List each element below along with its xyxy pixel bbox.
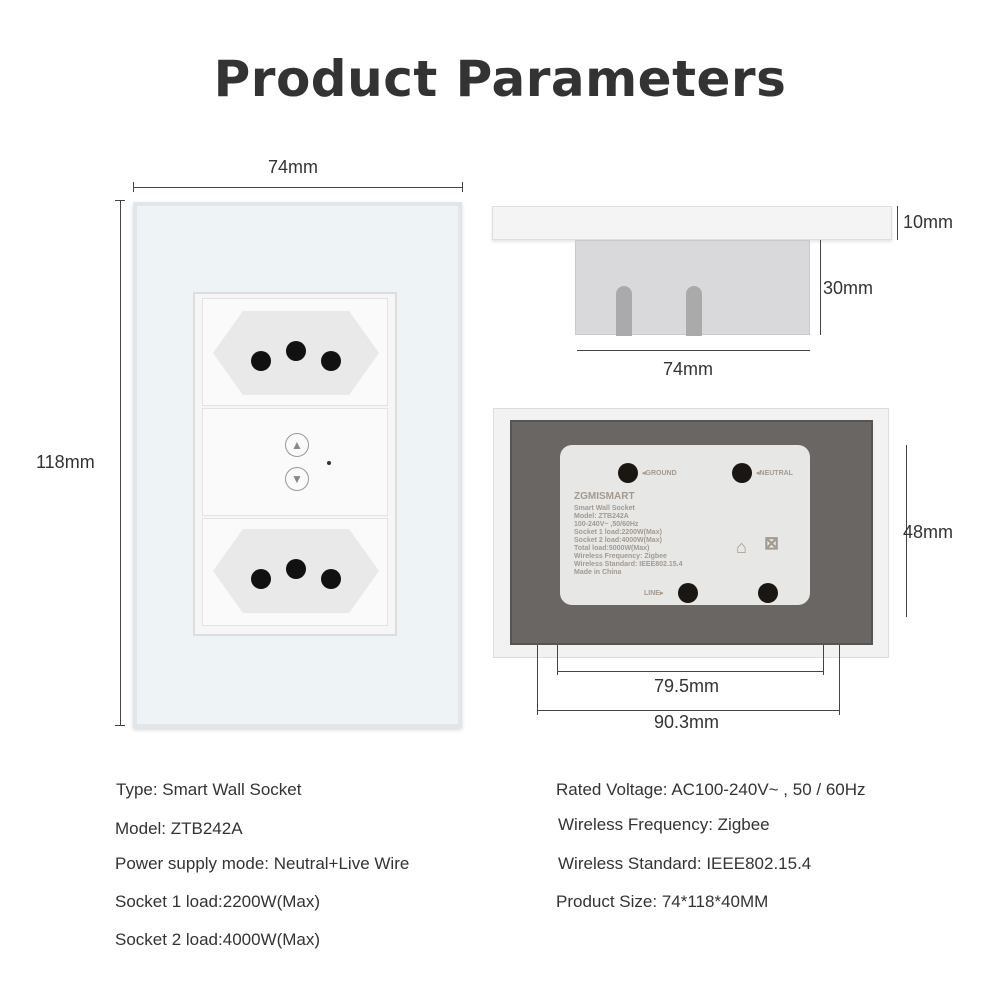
side-width-label: 74mm (663, 359, 714, 379)
socket-2-face (213, 529, 379, 613)
inner-width-line (557, 671, 823, 672)
depth-dim-line (820, 240, 821, 335)
spec-standard: Wireless Standard: IEEE802.15.4 (558, 854, 812, 873)
weee-bin-icon: ⊠ (764, 533, 780, 553)
spec-socket2-load: Socket 2 load:4000W(Max) (115, 930, 321, 949)
spec-type: Type: Smart Wall Socket (116, 780, 302, 799)
back-label: ◂GROUND ◂NEUTRAL LINE▸ ZGMISMART Smart W… (560, 445, 810, 605)
plate-thickness-label: 10mm (903, 212, 954, 232)
side-view-plate (492, 206, 892, 240)
plate-dim-line (897, 206, 898, 240)
dim-tick (133, 182, 134, 192)
front-width-line (133, 187, 462, 188)
spec-power-supply: Power supply mode: Neutral+Live Wire (115, 854, 410, 873)
chevron-up-icon[interactable]: ▲ (285, 433, 309, 457)
dim-tick (462, 182, 463, 192)
socket-module: ▲ ▼ (193, 292, 397, 636)
depth-label: 30mm (823, 278, 874, 298)
back-height-label: 48mm (903, 522, 954, 542)
socket-1-face (213, 311, 379, 395)
side-view-box (575, 240, 810, 336)
front-width-label: 74mm (268, 157, 319, 177)
chevron-down-icon[interactable]: ▼ (285, 467, 309, 491)
spec-frequency: Wireless Frequency: Zigbee (558, 815, 770, 834)
page-title: Product Parameters (213, 50, 787, 108)
house-icon: ⌂ (736, 537, 747, 557)
back-height-line (906, 445, 907, 617)
spec-socket1-load: Socket 1 load:2200W(Max) (115, 892, 321, 911)
front-height-line (120, 200, 121, 725)
dim-tick (115, 725, 125, 726)
inner-width-label: 79.5mm (654, 676, 720, 696)
spec-size: Product Size: 74*118*40MM (556, 892, 769, 911)
socket-1 (202, 298, 388, 406)
indicator-dot (327, 461, 331, 465)
side-width-line (577, 350, 810, 351)
front-height-label: 118mm (36, 452, 95, 472)
outer-width-label: 90.3mm (654, 712, 720, 732)
touch-panel: ▲ ▼ (202, 408, 388, 516)
socket-2 (202, 518, 388, 626)
dim-tick (115, 200, 125, 201)
spec-model: Model: ZTB242A (115, 819, 243, 838)
outer-width-line (537, 710, 839, 711)
spec-voltage: Rated Voltage: AC100-240V~ , 50 / 60Hz (556, 780, 866, 799)
